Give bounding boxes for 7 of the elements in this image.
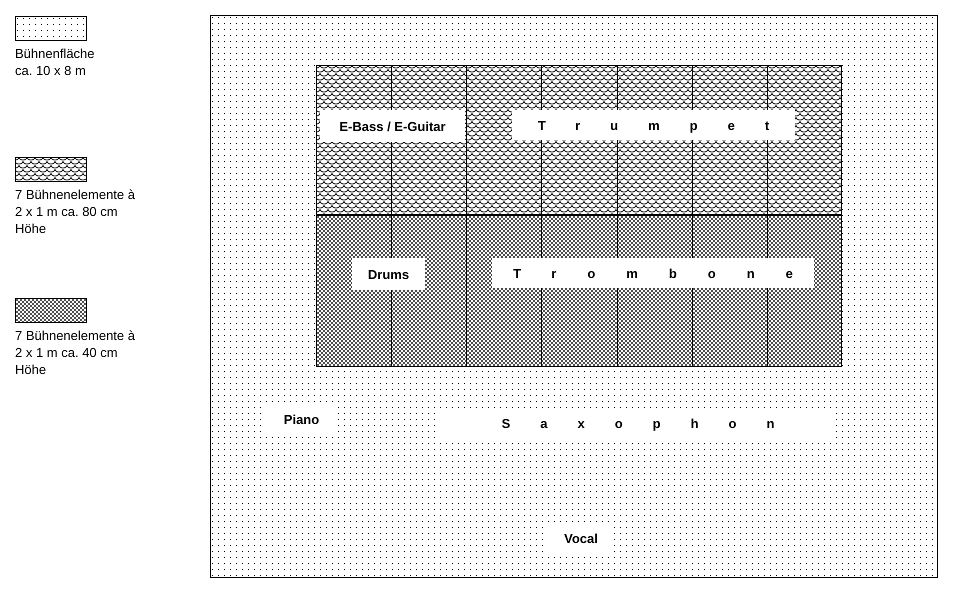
legend-text: 7 Bühnenelemente à 2 x 1 m ca. 80 cm Höhe (15, 186, 136, 237)
instrument-label: E-Bass / E-Guitar (320, 110, 465, 142)
instrument-label: Drums (352, 258, 425, 290)
legend-text: 7 Bühnenelemente à 2 x 1 m ca. 40 cm Höhe (15, 327, 136, 378)
legend-text: Bühnenfläche ca. 10 x 8 m (15, 45, 96, 79)
instrument-label: Trombone (492, 258, 814, 288)
instrument-label: Trumpet (512, 110, 795, 140)
